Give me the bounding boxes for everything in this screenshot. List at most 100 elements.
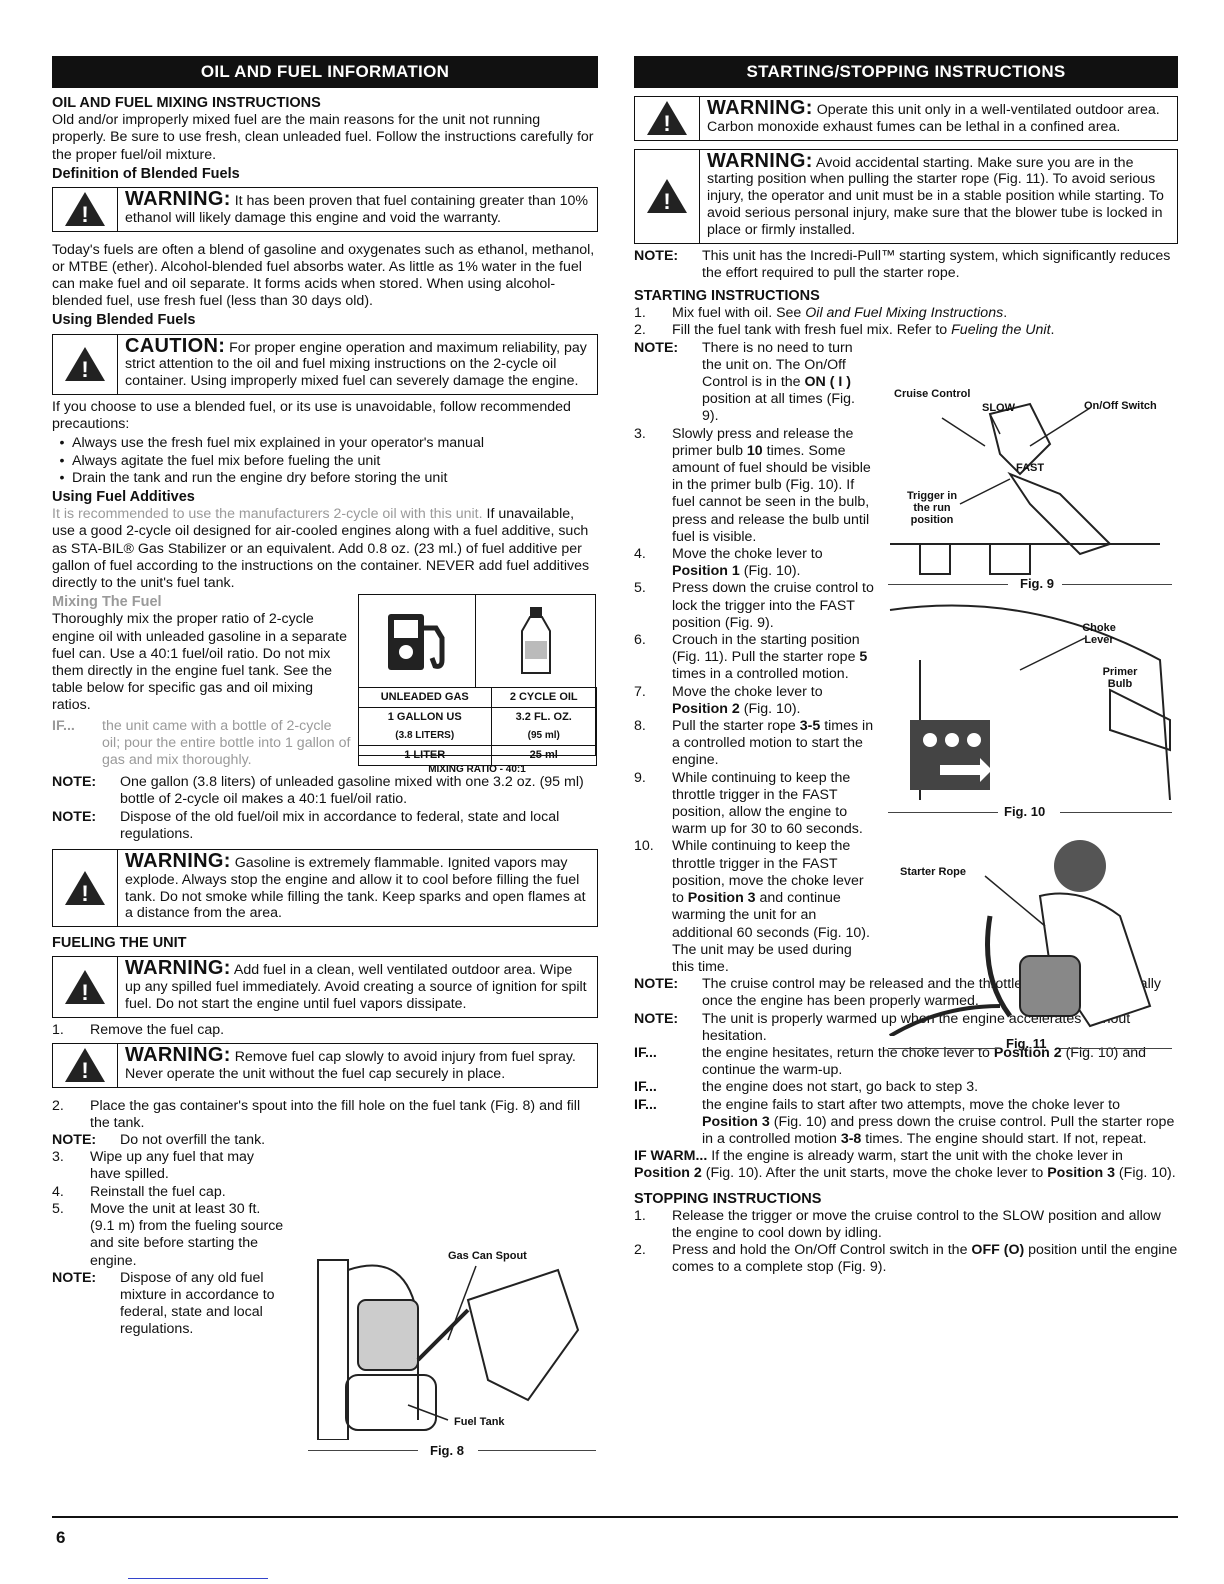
warning-title: WARNING:: [125, 188, 231, 211]
if-bottle-note: IF...the unit came with a bottle of 2-cy…: [52, 717, 351, 769]
warning-triangle-icon: !: [53, 850, 118, 927]
oil-bottle-icon: [476, 595, 595, 687]
start-step-10: 10.While continuing to keep the throttle…: [634, 838, 870, 975]
cruise-control-label: Cruise Control: [894, 388, 971, 400]
list-item: •Always agitate the fuel mix before fuel…: [59, 452, 381, 469]
stopping-heading: STOPPING INSTRUCTIONS: [634, 1190, 822, 1207]
fig8-caption: Fig. 8: [430, 1443, 464, 1458]
warning-box-ventilation: ! WARNING: Operate this unit only in a w…: [634, 96, 1178, 141]
gas-pump-icon: [359, 595, 476, 688]
additives-text: It is recommended to use the manufacture…: [52, 506, 590, 592]
svg-text:!: !: [81, 202, 88, 227]
svg-text:!: !: [81, 980, 88, 1005]
warning-box-fuel-cap: ! WARNING: Remove fuel cap slowly to avo…: [52, 1043, 598, 1088]
starter-rope-label: Starter Rope: [900, 866, 967, 878]
slow-label: SLOW: [982, 402, 1015, 414]
warning-box-fueling: ! WARNING: Add fuel in a clean, well ven…: [52, 956, 598, 1018]
note-dispose-fuel: NOTE:Dispose of any old fuel mixture in …: [52, 1269, 275, 1338]
list-item: •Drain the tank and run the engine dry b…: [59, 469, 448, 486]
mixing-intro: Old and/or improperly mixed fuel are the…: [52, 112, 594, 163]
step-5: 5.Move the unit at least 30 ft. (9.1 m) …: [52, 1200, 284, 1269]
mixing-fuel-heading: Mixing The Fuel: [52, 594, 162, 611]
choke-lever-label: Choke Lever: [1082, 622, 1116, 646]
fig11-caption: Fig. 11: [1006, 1036, 1047, 1051]
on-off-switch-label: On/Off Switch: [1084, 400, 1157, 412]
warning-box-ethanol: ! WARNING: It has been proven that fuel …: [52, 187, 598, 232]
footer-rule: [52, 1516, 1178, 1518]
footer-link-underline[interactable]: [128, 1578, 268, 1579]
svg-text:!: !: [81, 881, 88, 906]
list-item: •Always use the fresh fuel mix explained…: [59, 435, 484, 452]
figure-8: Gas Can Spout Fuel Tank Fig. 8: [298, 1240, 598, 1470]
note-one-gallon: NOTE:One gallon (3.8 liters) of unleaded…: [52, 774, 584, 808]
step-4: 4.Reinstall the fuel cap.: [52, 1183, 226, 1200]
note-overfill: NOTE:Do not overfill the tank.: [52, 1132, 266, 1149]
definition-heading: Definition of Blended Fuels: [52, 165, 240, 182]
blended-intro: If you choose to use a blended fuel, or …: [52, 399, 571, 433]
if-not-start: IF...the engine does not start, go back …: [634, 1079, 979, 1096]
warning-box-flammable: ! WARNING: Gasoline is extremely flammab…: [52, 849, 598, 928]
figure-11: Starter Rope Fig. 11: [880, 836, 1176, 1058]
left-column: OIL AND FUEL MIXING INSTRUCTIONS Old and…: [52, 95, 598, 1339]
note-dispose-old: NOTE:Dispose of the old fuel/oil mix in …: [52, 808, 560, 842]
mixing-ratio: MIXING RATIO - 40:1: [428, 764, 526, 776]
start-step-3: 3.Slowly press and release the primer bu…: [634, 425, 871, 545]
fast-label: FAST: [1016, 462, 1045, 474]
figure-10: Choke Lever Primer Bulb Fig. 10: [880, 600, 1176, 822]
todays-fuels-text: Today's fuels are often a blend of gasol…: [52, 241, 595, 310]
svg-text:!: !: [81, 1058, 88, 1083]
gas-can-spout-label: Gas Can Spout: [448, 1250, 527, 1262]
start-step-5: 5.Press down the cruise control to lock …: [634, 580, 874, 631]
start-step-1: 1.Mix fuel with oil. See Oil and Fuel Mi…: [634, 305, 1008, 322]
note-on-off: NOTE:There is no need to turn the unit o…: [634, 339, 855, 425]
mixing-heading: OIL AND FUEL MIXING INSTRUCTIONS: [52, 95, 321, 111]
warning-text: It has been proven that fuel containing …: [125, 193, 589, 226]
warning-triangle-icon: !: [635, 149, 700, 243]
svg-text:!: !: [81, 357, 88, 382]
warning-triangle-icon: !: [53, 334, 118, 395]
starting-heading: STARTING INSTRUCTIONS: [634, 287, 820, 304]
oil-fuel-banner: OIL AND FUEL INFORMATION: [52, 56, 598, 88]
step-3: 3.Wipe up any fuel that may have spilled…: [52, 1149, 255, 1183]
svg-text:!: !: [663, 189, 670, 214]
step-2: 2.Place the gas container's spout into t…: [52, 1097, 581, 1131]
warning-triangle-icon: !: [635, 97, 700, 140]
trigger-label: Trigger in the run position: [906, 490, 958, 526]
using-blended-heading: Using Blended Fuels: [52, 312, 196, 329]
warning-triangle-icon: !: [53, 1044, 118, 1087]
note-incredi-pull: NOTE:This unit has the Incredi-Pull™ sta…: [634, 247, 1171, 281]
table-header: 2 CYCLE OIL: [490, 687, 597, 709]
start-step-6: 6.Crouch in the starting position (Fig. …: [634, 632, 868, 683]
mixing-fuel-text: Thoroughly mix the proper ratio of 2-cyc…: [52, 611, 348, 714]
if-fails: IF...the engine fails to start after two…: [634, 1096, 1175, 1147]
right-column: ! WARNING: Operate this unit only in a w…: [634, 96, 1178, 1277]
fig10-illustration: [889, 604, 1171, 801]
fig9-illustration: [890, 402, 1160, 575]
primer-bulb-label: Primer Bulb: [1102, 666, 1138, 690]
starting-stopping-banner: STARTING/STOPPING INSTRUCTIONS: [634, 56, 1178, 88]
start-step-7: 7.Move the choke lever to Position 2 (Fi…: [634, 683, 823, 717]
fig9-caption: Fig. 9: [1020, 576, 1054, 591]
warning-triangle-icon: !: [53, 957, 118, 1017]
warning-box-accidental: ! WARNING: Avoid accidental starting. Ma…: [634, 148, 1178, 244]
fig11-illustration: [888, 840, 1152, 1038]
table-header: UNLEADED GAS: [357, 687, 492, 709]
start-step-2: 2.Fill the fuel tank with fresh fuel mix…: [634, 322, 1055, 339]
page-number: 6: [56, 1528, 66, 1547]
stop-step-1: 1.Release the trigger or move the cruise…: [634, 1207, 1161, 1241]
caution-text: For proper engine operation and maximum …: [125, 339, 587, 390]
caution-title: CAUTION:: [125, 334, 226, 357]
precautions-list: •Always use the fresh fuel mix explained…: [52, 435, 598, 487]
stop-step-2: 2.Press and hold the On/Off Control swit…: [634, 1242, 1178, 1276]
step-1: 1.Remove the fuel cap.: [52, 1021, 225, 1038]
svg-text:!: !: [663, 111, 670, 136]
additives-heading: Using Fuel Additives: [52, 489, 195, 506]
if-warm: IF WARM... If the engine is already warm…: [634, 1148, 1176, 1182]
caution-box: ! CAUTION: For proper engine operation a…: [52, 333, 598, 396]
warning-triangle-icon: !: [53, 188, 118, 231]
fig8-illustration: [317, 1259, 580, 1441]
start-step-8: 8.Pull the starter rope 3-5 times in a c…: [634, 718, 874, 769]
fueling-heading: FUELING THE UNIT: [52, 935, 187, 952]
